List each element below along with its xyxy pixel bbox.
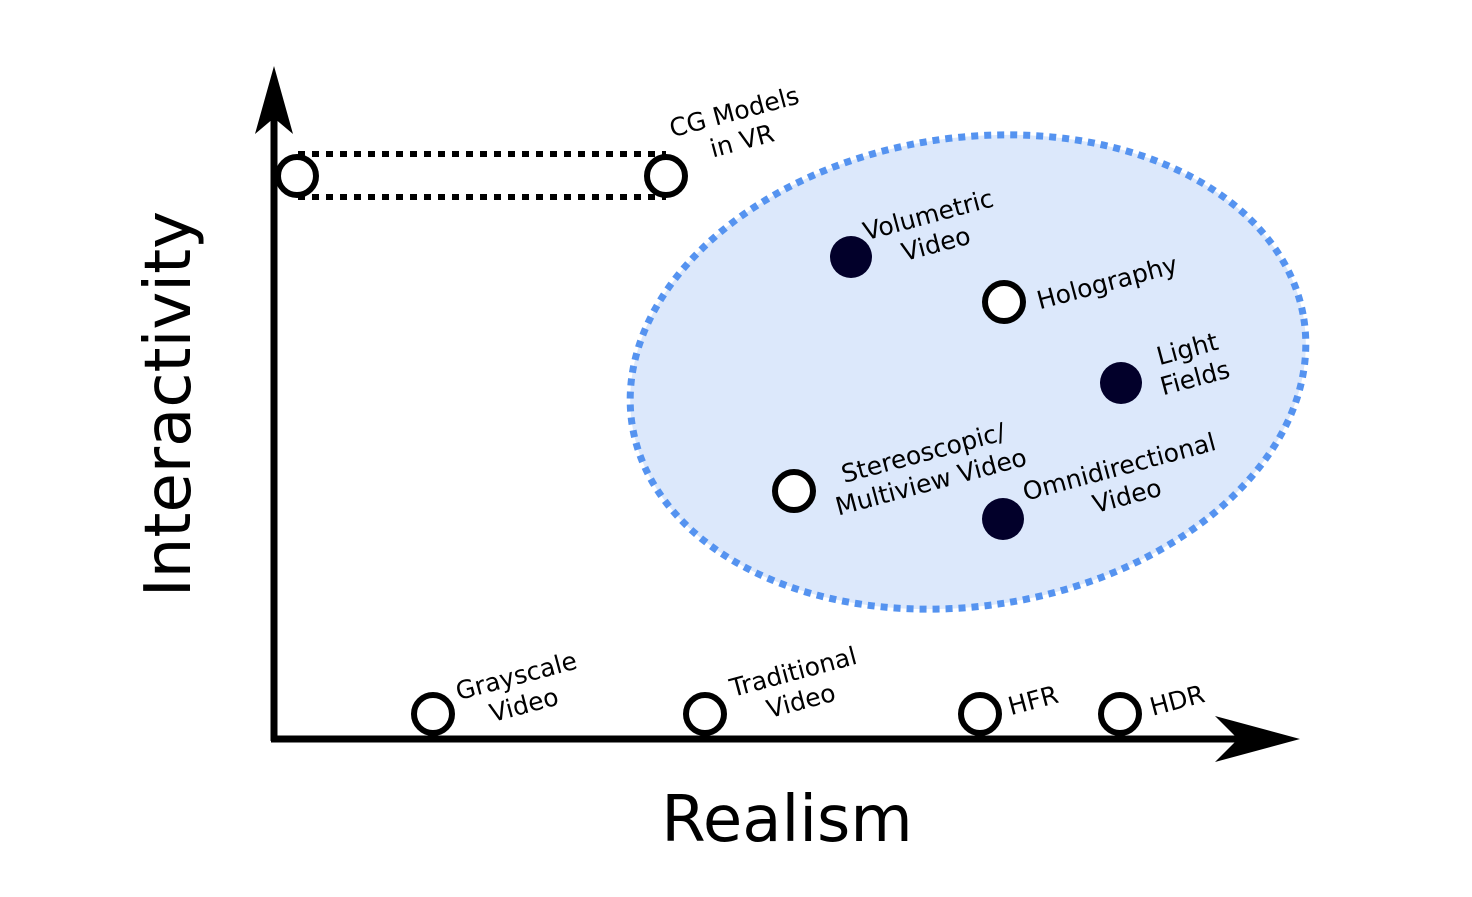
filled-point-marker (830, 236, 872, 278)
axes (255, 66, 1300, 762)
point-label: HDR (1147, 679, 1208, 721)
y-axis-arrowhead (255, 66, 293, 134)
cg-range-start-marker (275, 154, 319, 198)
filled-point-marker (982, 498, 1024, 540)
hollow-point-marker (982, 280, 1026, 324)
point-stereoscopic-multiview-video: Stereoscopic/Multiview Video (772, 417, 1030, 521)
point-label: CG Modelsin VR (666, 81, 810, 172)
point-label-line: HFR (1005, 680, 1061, 721)
point-hfr: HFR (958, 680, 1061, 736)
x-axis-arrowhead (1215, 716, 1300, 762)
y-axis-title: Interactivity (132, 211, 206, 597)
point-cg-models-in-vr: CG Modelsin VR (644, 81, 810, 198)
hollow-point-marker (958, 692, 1002, 736)
point-traditional-video: TraditionalVideo (683, 641, 868, 736)
hollow-point-marker (683, 692, 727, 736)
point-hdr: HDR (1098, 679, 1208, 736)
hollow-point-marker (772, 469, 816, 513)
filled-point-marker (1100, 362, 1142, 404)
points-layer: GrayscaleVideo TraditionalVideo HFR HDR CG M… (411, 81, 1233, 736)
x-axis-title: Realism (661, 783, 912, 857)
cg-range-bracket (275, 151, 666, 200)
hollow-point-marker (1098, 692, 1142, 736)
point-label: GrayscaleVideo (453, 646, 588, 735)
point-label: TraditionalVideo (726, 641, 868, 732)
hollow-point-marker (411, 692, 455, 736)
point-label-line: HDR (1147, 679, 1208, 721)
point-grayscale-video: GrayscaleVideo (411, 646, 588, 736)
hollow-point-marker (644, 154, 688, 198)
point-label: HFR (1005, 680, 1061, 721)
